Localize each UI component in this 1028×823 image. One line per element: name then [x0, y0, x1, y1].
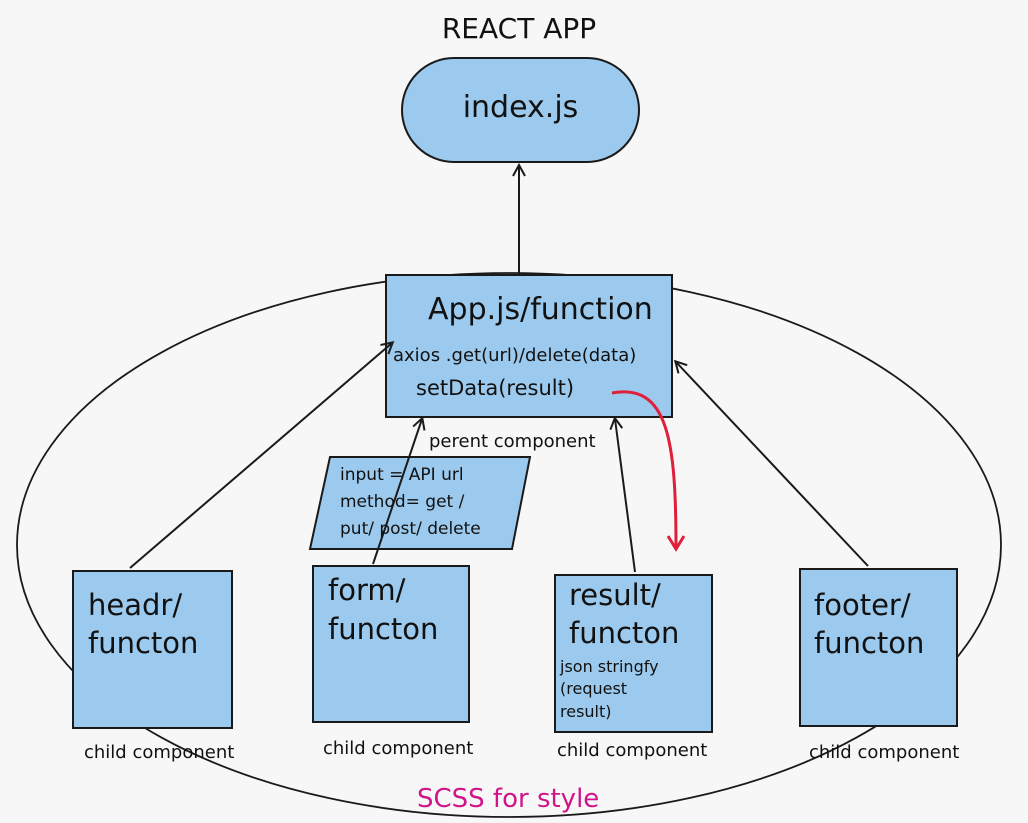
child-box-result[interactable] [554, 574, 713, 733]
diagram-title: REACT APP [441, 12, 597, 45]
child-form-line2: functon [328, 612, 439, 646]
index-node-shape[interactable] [401, 57, 640, 163]
child-footer-line2: functon [814, 626, 925, 660]
child-footer-caption: child component [809, 742, 960, 763]
scss-label: SCSS for style [417, 784, 600, 814]
child-result-note2: (request [560, 679, 628, 698]
input-line1: input = API url [340, 465, 464, 485]
child-result-note1: json stringfy [560, 657, 659, 676]
input-line2: method= get / [340, 492, 465, 512]
child-box-footer[interactable] [799, 568, 958, 727]
scss-ellipse [16, 272, 1002, 818]
index-node-label: index.js [462, 90, 579, 125]
child-header-line2: functon [88, 626, 199, 660]
child-result-note3: result) [560, 702, 612, 721]
child-box-header[interactable] [72, 570, 233, 729]
child-header-caption: child component [84, 742, 235, 763]
parent-component-label: perent component [429, 431, 596, 452]
child-result-caption: child component [557, 740, 708, 761]
app-node-line1: axios .get(url)/delete(data) [393, 345, 637, 366]
child-footer-line1: footer/ [814, 588, 911, 622]
input-line3: put/ post/ delete [340, 519, 481, 539]
arrow-footer-to-app [676, 362, 869, 567]
app-node-title: App.js/function [428, 292, 653, 327]
arrow-setdata-to-result [611, 390, 676, 548]
input-node-shape[interactable] [308, 456, 532, 550]
arrow-header-to-app [129, 343, 392, 569]
arrow-form-to-app [372, 419, 422, 565]
app-node-line2: setData(result) [416, 376, 575, 400]
child-box-form[interactable] [312, 565, 470, 723]
child-header-line1: headr/ [88, 588, 183, 622]
arrow-result-to-app [615, 419, 636, 573]
child-form-line1: form/ [328, 573, 406, 607]
child-form-caption: child component [323, 738, 474, 759]
child-result-line2: functon [569, 616, 680, 650]
child-result-line1: result/ [569, 578, 661, 612]
